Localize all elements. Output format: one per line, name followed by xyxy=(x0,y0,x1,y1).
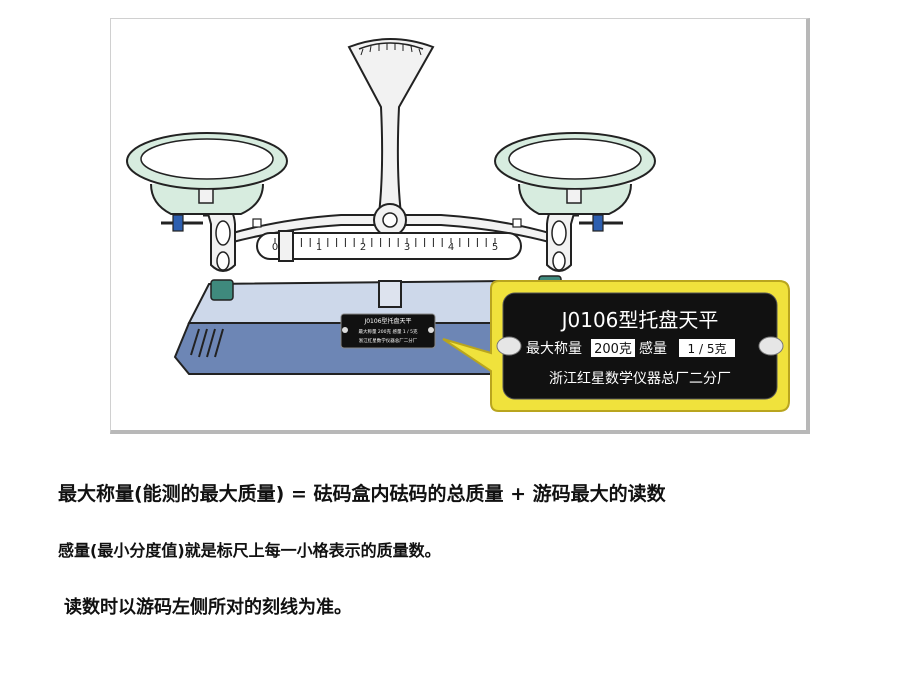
plate-maker: 浙江红星数学仪器总厂二分厂 xyxy=(549,371,731,387)
right-pan xyxy=(494,132,656,215)
balance-base xyxy=(173,279,553,375)
caption-sensitivity: 感量(最小分度值)就是标尺上每一小格表示的质量数。 xyxy=(58,541,441,560)
tick-label: 2 xyxy=(360,242,366,253)
beam-scale: 0 1 2 3 4 5 xyxy=(256,230,522,262)
tick-label: 0 xyxy=(272,242,278,253)
tick-label: 5 xyxy=(492,242,498,253)
balance-illustration: 0 1 2 3 4 5 J0106型托盘天平 最大称量 200克 感量 1 / … xyxy=(126,38,790,412)
small-plate-maker: 浙江红星数学仪器总厂二分厂 xyxy=(359,337,418,344)
plate-max-value: 200克 xyxy=(594,342,632,357)
center-pointer xyxy=(347,38,435,308)
plate-sens-label: 感量 xyxy=(639,340,667,357)
small-plate-sens-label: 感量 xyxy=(392,328,401,335)
plate-max-label: 最大称量 xyxy=(526,341,582,357)
scale-tick-labels: 0 1 2 3 4 5 xyxy=(272,242,498,253)
beam xyxy=(228,203,554,245)
plate-title: J0106型托盘天平 xyxy=(560,308,719,332)
left-pan xyxy=(126,132,288,215)
left-foot xyxy=(210,279,234,301)
small-plate-title: J0106型托盘天平 xyxy=(363,317,411,325)
nameplate-callout: J0106型托盘天平 最大称量 200克 感量 1 / 5克 浙江红星数学仪器总… xyxy=(442,280,790,412)
tick-label: 4 xyxy=(448,242,454,253)
small-plate-max-value: 200克 xyxy=(378,329,392,335)
caption-max-capacity: 最大称量(能测的最大质量) = 砝码盒内砝码的总质量 + 游码最大的读数 xyxy=(58,483,666,505)
small-nameplate: J0106型托盘天平 最大称量 200克 感量 1 / 5克 浙江红星数学仪器总… xyxy=(340,313,436,349)
small-plate-max-label: 最大称量 xyxy=(358,328,376,335)
figure-frame: 0 1 2 3 4 5 J0106型托盘天平 最大称量 200克 感量 1 / … xyxy=(110,18,810,434)
rider xyxy=(278,230,294,262)
tick-label: 1 xyxy=(316,242,322,253)
plate-sens-value: 1 / 5克 xyxy=(688,342,727,356)
tick-label: 3 xyxy=(404,242,410,253)
small-plate-sens-value: 1 / 5克 xyxy=(403,329,418,335)
small-plate-spec: 最大称量 200克 感量 1 / 5克 xyxy=(358,328,418,335)
caption-reading-rule: 读数时以游码左侧所对的刻线为准。 xyxy=(64,597,352,618)
